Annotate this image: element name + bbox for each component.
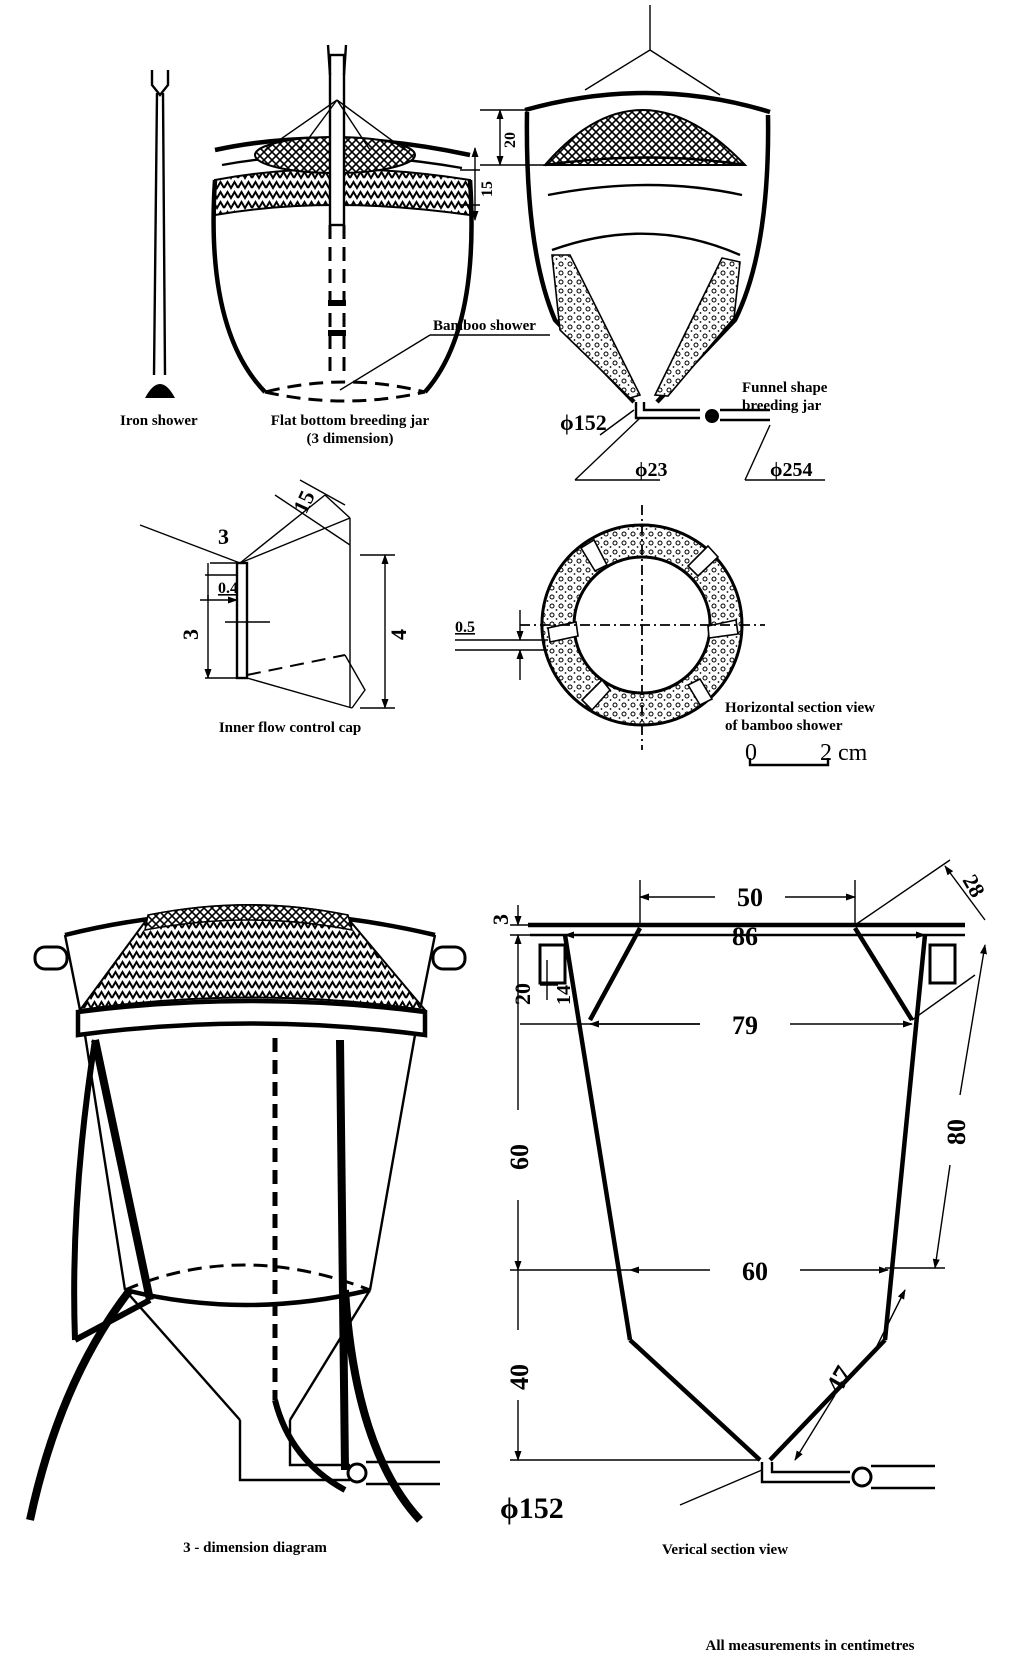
cap-wall-dim: 0.4 [218, 580, 238, 597]
section-thickness-dim: 0.5 [455, 619, 475, 636]
funnel-bottom-dia: ϕ152 [560, 410, 607, 435]
cap-width-dim: 3 [218, 524, 229, 549]
funnel-caption-line2: breeding jar [742, 398, 822, 414]
flat-jar-caption-line2: (3 dimension) [306, 431, 393, 447]
funnel-top-dim: 20 [502, 132, 519, 148]
outlet-dia-dim: ϕ152 [500, 1492, 564, 1525]
inner-flow-cap [139, 479, 395, 709]
flat-jar-caption-line1: Flat bottom breeding jar [271, 413, 430, 429]
section-caption-line1: Horizontal section view [725, 700, 875, 716]
scale-bar-end: 2 cm [820, 740, 868, 766]
iron-shower [145, 70, 175, 398]
rim-height-dim: 3 [488, 914, 513, 925]
vertical-caption: Verical section view [662, 1542, 788, 1558]
cap-depth-dim: 15 [288, 487, 320, 518]
cap-inner-height-dim: 3 [178, 629, 203, 640]
cone-height-dim: 40 [505, 1364, 534, 1390]
handle-height-dim: 14 [553, 985, 575, 1005]
waist-width-dim: 60 [742, 1257, 768, 1286]
funnel-pipe-dia: ϕ254 [770, 459, 812, 481]
iron-shower-caption: Iron shower [120, 413, 198, 429]
bamboo-shower-label: Bamboo shower [433, 318, 536, 334]
scale-bar-start: 0 [745, 740, 757, 766]
measurement-note: All measurements in centimetres [706, 1638, 915, 1654]
rim-width-dim: 86 [732, 922, 758, 951]
body-height-dim: 60 [505, 1144, 534, 1170]
bamboo-shower-section [455, 505, 765, 750]
funnel-caption-line1: Funnel shape [742, 380, 828, 396]
upper-width-dim: 79 [732, 1011, 758, 1040]
top-width-dim: 50 [737, 883, 763, 912]
funnel-inlet-dia: ϕ23 [635, 459, 667, 481]
section-caption-line2: of bamboo shower [725, 718, 843, 734]
vertical-dimension-lines [510, 859, 987, 1506]
three-dimension-jar [26, 904, 467, 1523]
flat-bottom-jar [211, 44, 474, 403]
side-length-dim: 80 [942, 1119, 971, 1145]
funnel-jar [524, 5, 771, 423]
scale-bar [748, 758, 830, 767]
funnel-rim-dim: 15 [479, 181, 496, 197]
cone-slant-dim: 47 [820, 1361, 858, 1398]
slant-top-dim: 28 [958, 870, 991, 902]
cap-height-dim: 4 [386, 629, 411, 640]
vertical-section [528, 922, 965, 1490]
three-d-caption: 3 - dimension diagram [183, 1540, 327, 1556]
inner-cap-caption: Inner flow control cap [219, 720, 361, 736]
collar-height-dim: 20 [510, 983, 535, 1005]
